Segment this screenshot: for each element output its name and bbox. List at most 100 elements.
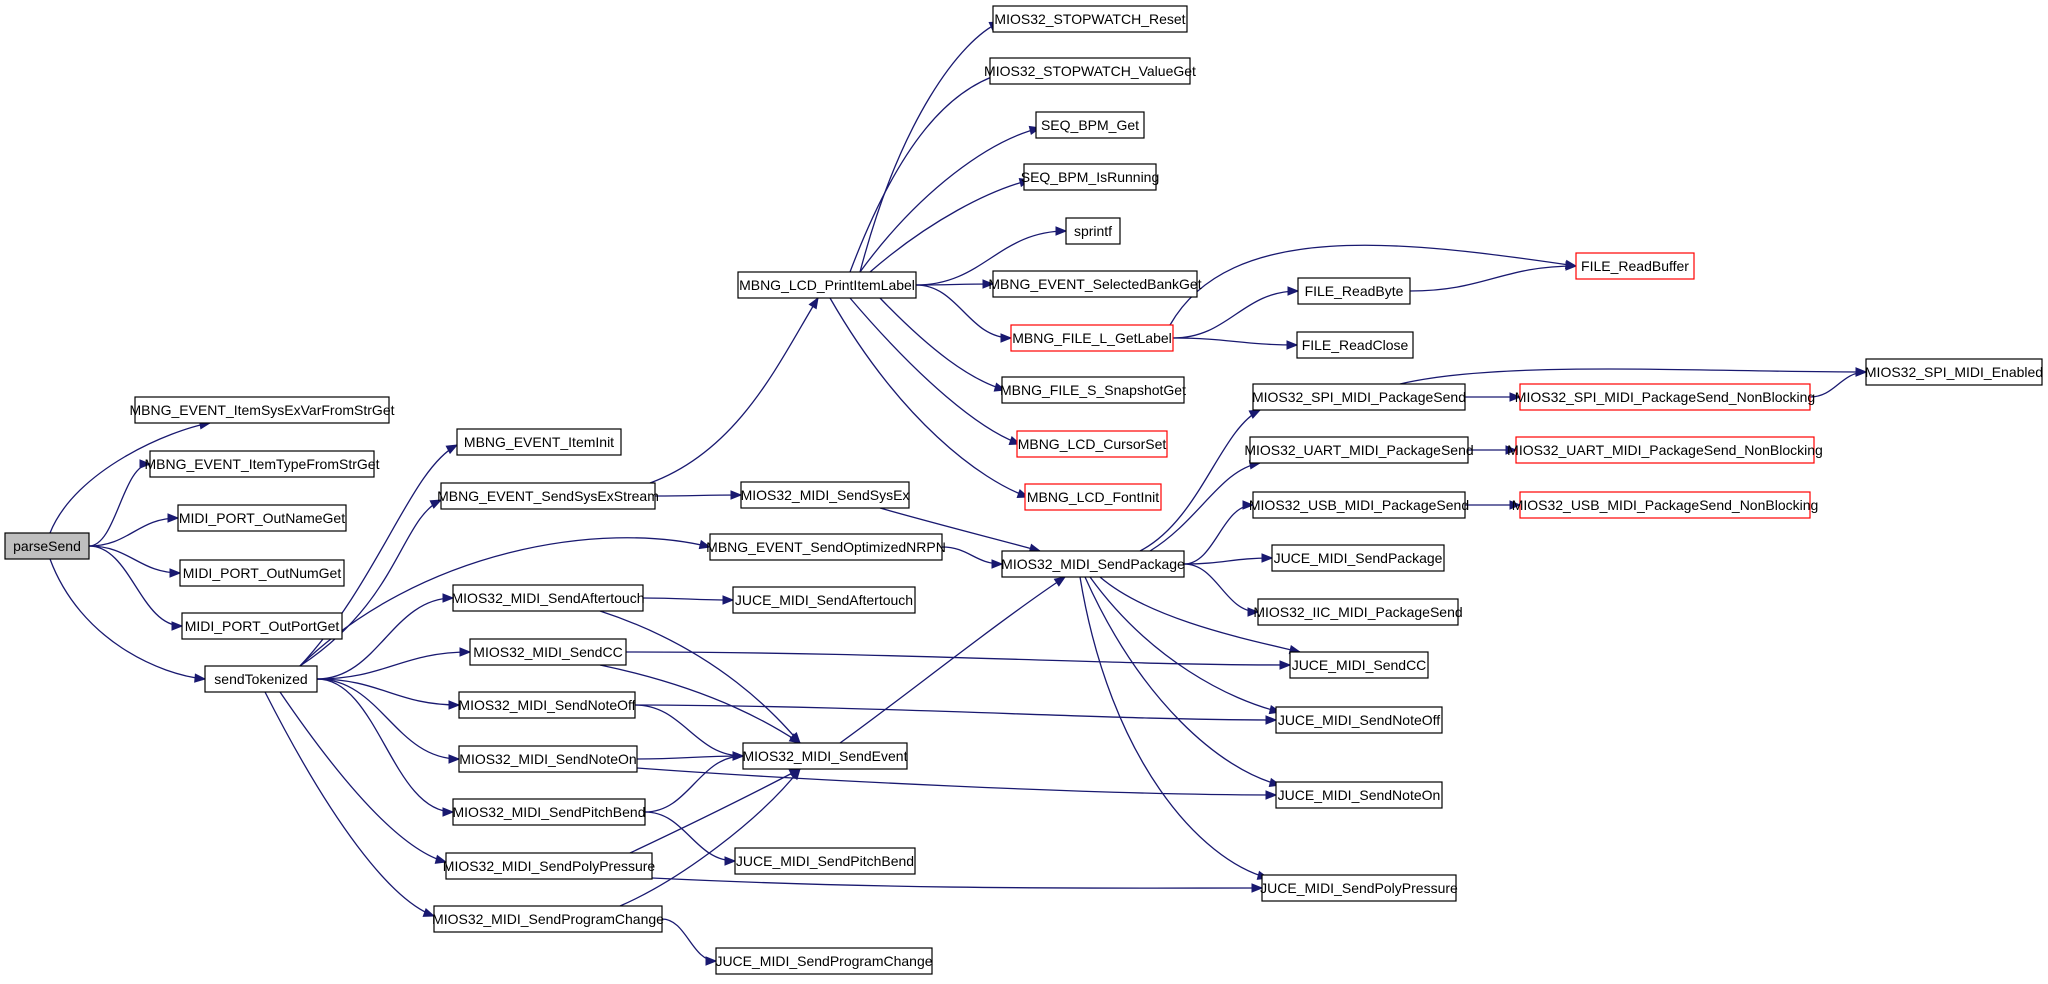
node-fileSSnapshotGet[interactable]: MBNG_FILE_S_SnapshotGet <box>1000 376 1186 404</box>
node-spiNonBlocking[interactable]: MIOS32_SPI_MIDI_PackageSend_NonBlocking <box>1515 383 1815 411</box>
node-sendCC[interactable]: MIOS32_MIDI_SendCC <box>469 638 627 666</box>
node-bpmIsRunning[interactable]: SEQ_BPM_IsRunning <box>1021 163 1160 191</box>
node-sendOptNRPN[interactable]: MBNG_EVENT_SendOptimizedNRPN <box>706 533 946 561</box>
node-sendAftertouch[interactable]: MIOS32_MIDI_SendAftertouch <box>452 584 645 612</box>
node-juceNoteOff[interactable]: JUCE_MIDI_SendNoteOff <box>1275 706 1443 734</box>
node-uartNonBlocking[interactable]: MIOS32_UART_MIDI_PackageSend_NonBlocking <box>1507 436 1823 464</box>
node-itemTypeFromStr[interactable]: MBNG_EVENT_ItemTypeFromStrGet <box>145 450 380 478</box>
node-sendEvent[interactable]: MIOS32_MIDI_SendEvent <box>742 742 908 770</box>
call-edge-spiPackageSend-to-spiEnabled <box>1399 368 1867 385</box>
node-fileReadClose[interactable]: FILE_ReadClose <box>1296 331 1414 359</box>
call-edge-sendNoteOn-to-sendEvent <box>636 755 744 760</box>
arrowhead <box>169 568 182 578</box>
arrowhead <box>1242 500 1255 510</box>
node-sendNoteOff[interactable]: MIOS32_MIDI_SendNoteOff <box>458 691 636 719</box>
node-label: MIOS32_MIDI_SendNoteOff <box>458 697 635 713</box>
arrowhead <box>442 807 455 817</box>
node-fileLGetLabel[interactable]: MBNG_FILE_L_GetLabel <box>1010 324 1174 352</box>
node-label: MIOS32_MIDI_SendProgramChange <box>432 911 664 927</box>
call-edge-sendTokenized-to-sendProgramChange <box>264 691 435 917</box>
node-juceProgramChange[interactable]: JUCE_MIDI_SendProgramChange <box>715 947 933 975</box>
call-edge-lcdPrintItemLabel-to-lcdCursorSet <box>849 297 1021 445</box>
node-jucePitchBend[interactable]: JUCE_MIDI_SendPitchBend <box>734 847 916 875</box>
node-label: MIDI_PORT_OutPortGet <box>185 618 340 634</box>
node-lcdCursorSet[interactable]: MBNG_LCD_CursorSet <box>1016 430 1168 458</box>
call-edge-sendPackage-to-uartPackageSend <box>1149 462 1261 552</box>
call-edge-fileLGetLabel-to-fileReadClose <box>1172 337 1298 346</box>
node-outPortGet[interactable]: MIDI_PORT_OutPortGet <box>181 612 343 640</box>
node-label: MIOS32_SPI_MIDI_PackageSend_NonBlocking <box>1515 389 1815 405</box>
node-itemSysExVar[interactable]: MBNG_EVENT_ItemSysExVarFromStrGet <box>129 396 395 424</box>
arrowhead <box>698 539 712 550</box>
arrowhead <box>730 490 743 500</box>
node-box <box>709 533 943 561</box>
node-label: MBNG_EVENT_SelectedBankGet <box>988 276 1201 292</box>
node-usbPackageSend[interactable]: MIOS32_USB_MIDI_PackageSend <box>1249 491 1469 519</box>
node-spiPackageSend[interactable]: MIOS32_SPI_MIDI_PackageSend <box>1252 383 1466 411</box>
node-label: MIOS32_SPI_MIDI_Enabled <box>1865 364 2043 380</box>
node-box <box>1865 358 2043 386</box>
node-lcdPrintItemLabel[interactable]: MBNG_LCD_PrintItemLabel <box>737 271 917 299</box>
node-label: FILE_ReadClose <box>1302 337 1409 353</box>
node-swReset[interactable]: MIOS32_STOPWATCH_Reset <box>992 5 1188 33</box>
node-sendSysExStream[interactable]: MBNG_EVENT_SendSysExStream <box>437 482 659 510</box>
node-fileReadBuffer[interactable]: FILE_ReadBuffer <box>1575 252 1695 280</box>
node-jucePolyPressure[interactable]: JUCE_MIDI_SendPolyPressure <box>1260 874 1458 902</box>
node-sendNoteOn[interactable]: MIOS32_MIDI_SendNoteOn <box>458 745 638 773</box>
call-edge-sendPackage-to-jucePackage <box>1183 557 1273 565</box>
arrowhead <box>982 279 995 289</box>
node-box <box>1575 252 1695 280</box>
node-juceAftertouch[interactable]: JUCE_MIDI_SendAftertouch <box>732 586 916 614</box>
call-edge-lcdPrintItemLabel-to-sprintf <box>915 230 1067 286</box>
node-sendSysEx[interactable]: MIOS32_MIDI_SendSysEx <box>740 481 910 509</box>
node-sendPitchBend[interactable]: MIOS32_MIDI_SendPitchBend <box>452 798 646 826</box>
node-box <box>742 742 908 770</box>
call-edge-sendCC-to-juceCC <box>625 651 1291 666</box>
node-label: MIOS32_IIC_MIDI_PackageSend <box>1253 604 1462 620</box>
node-sendPackage[interactable]: MIOS32_MIDI_SendPackage <box>1001 550 1185 578</box>
node-jucePackage[interactable]: JUCE_MIDI_SendPackage <box>1271 544 1445 572</box>
node-sprintf[interactable]: sprintf <box>1065 217 1121 245</box>
node-iicPackageSend[interactable]: MIOS32_IIC_MIDI_PackageSend <box>1253 598 1463 626</box>
arrowhead <box>991 559 1004 569</box>
call-edge-sendTokenized-to-sendPolyPressure <box>279 691 447 863</box>
arrowhead <box>1855 367 1868 377</box>
node-selectedBankGet[interactable]: MBNG_EVENT_SelectedBankGet <box>988 270 1202 298</box>
node-spiEnabled[interactable]: MIOS32_SPI_MIDI_Enabled <box>1865 358 2043 386</box>
node-sendTokenized[interactable]: sendTokenized <box>204 665 318 693</box>
node-box <box>181 612 343 640</box>
node-usbNonBlocking[interactable]: MIOS32_USB_MIDI_PackageSend_NonBlocking <box>1512 491 1819 519</box>
node-box <box>149 450 375 478</box>
node-box <box>1519 491 1811 519</box>
call-edge-lcdPrintItemLabel-to-bpmGet <box>859 127 1041 273</box>
node-label: MBNG_EVENT_SendOptimizedNRPN <box>706 539 946 555</box>
node-sendPolyPressure[interactable]: MIOS32_MIDI_SendPolyPressure <box>443 852 656 880</box>
node-itemInit[interactable]: MBNG_EVENT_ItemInit <box>456 428 622 456</box>
node-label: MIOS32_SPI_MIDI_PackageSend <box>1252 389 1466 405</box>
call-edge-sendAftertouch-to-juceAftertouch <box>642 597 734 601</box>
node-box <box>177 504 347 532</box>
node-juceCC[interactable]: JUCE_MIDI_SendCC <box>1289 651 1429 679</box>
arrowhead <box>1509 500 1522 510</box>
node-outNameGet[interactable]: MIDI_PORT_OutNameGet <box>177 504 347 532</box>
node-label: parseSend <box>13 538 81 554</box>
node-lcdFontInit[interactable]: MBNG_LCD_FontInit <box>1024 483 1162 511</box>
node-outNumGet[interactable]: MIDI_PORT_OutNumGet <box>179 559 345 587</box>
node-swValueGet[interactable]: MIOS32_STOPWATCH_ValueGet <box>984 57 1196 85</box>
call-edge-fileReadByte-to-fileReadBuffer <box>1409 265 1577 292</box>
node-fileReadByte[interactable]: FILE_ReadByte <box>1297 277 1411 305</box>
node-label: JUCE_MIDI_SendAftertouch <box>735 592 913 608</box>
node-label: MBNG_FILE_S_SnapshotGet <box>1000 382 1186 398</box>
node-box <box>1001 550 1185 578</box>
arrowhead <box>1565 261 1578 271</box>
call-edge-sendPackage-to-juceNoteOff <box>1089 576 1281 713</box>
node-bpmGet[interactable]: SEQ_BPM_Get <box>1035 111 1145 139</box>
call-edge-sendPitchBend-to-jucePitchBend <box>644 811 736 862</box>
call-edge-sendPackage-to-iicPackageSend <box>1183 563 1259 613</box>
node-sendProgramChange[interactable]: MIOS32_MIDI_SendProgramChange <box>432 905 664 933</box>
node-juceNoteOn[interactable]: JUCE_MIDI_SendNoteOn <box>1275 781 1443 809</box>
node-uartPackageSend[interactable]: MIOS32_UART_MIDI_PackageSend <box>1244 436 1474 464</box>
call-edge-sendCC-to-sendEvent <box>599 664 801 744</box>
arrowhead <box>705 956 718 966</box>
